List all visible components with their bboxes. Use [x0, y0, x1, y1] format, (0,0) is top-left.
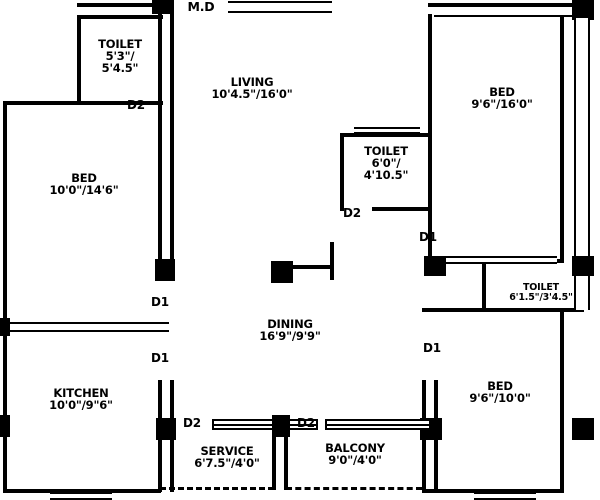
- room-label-living: LIVING 10'4.5"/16'0": [211, 75, 293, 102]
- door-label-d1-kitchen: D1: [151, 351, 169, 365]
- wall-node-service-right: [272, 415, 290, 437]
- boundary-dashed-balcony: [286, 487, 422, 490]
- window-kitchen-bottom: [50, 492, 112, 500]
- wall-dining-step-v: [330, 242, 334, 280]
- wall-living-left-inner: [170, 14, 174, 270]
- wall-toilet-c-left: [340, 133, 344, 211]
- wall-toilet-tl-bottom: [100, 101, 163, 105]
- wall-service-right: [272, 432, 276, 490]
- wall-kitchen-bottom: [3, 489, 161, 493]
- door-jamb-dining: [271, 261, 293, 283]
- wall-living-left: [158, 14, 162, 270]
- wall-dining-step-h: [283, 265, 334, 269]
- room-label-balcony: BALCONY 9'0"/4'0": [325, 441, 385, 468]
- sliding-door-service[interactable]: [212, 419, 318, 430]
- window-right-upper: [574, 18, 590, 108]
- room-label-toilet-top-left: TOILET 5'3"/ 5'4.5": [98, 37, 142, 76]
- room-label-dining: DINING 16'9"/9'9": [259, 317, 321, 344]
- main-door-leaf[interactable]: [228, 1, 332, 13]
- room-label-kitchen: KITCHEN 10'0"/9"6": [49, 386, 113, 413]
- wall-toilet-c-right: [428, 133, 432, 211]
- door-jamb-bed-left: [155, 259, 175, 281]
- wall-left-exterior: [3, 104, 7, 320]
- sliding-door-balcony[interactable]: [325, 419, 431, 430]
- wall-top-left-outer: [77, 3, 163, 7]
- door-label-d1-bed-left: D1: [151, 295, 169, 309]
- room-label-bed-top-right: BED 9'6"/16'0": [471, 85, 533, 112]
- door-label-d2-toilet-center: D2: [343, 206, 361, 220]
- boundary-dashed-service: [160, 487, 274, 490]
- wall-toilet-tl-left: [77, 15, 81, 105]
- wall-bed-br-right: [560, 312, 564, 492]
- wall-node-left-lower: [0, 415, 10, 437]
- window-bed-left-bottom: [3, 322, 169, 332]
- wall-service-right-inner: [284, 432, 288, 490]
- wall-toilet-c-top: [340, 133, 432, 137]
- wall-toilet-r-bottom: [422, 308, 584, 312]
- window-bed-tr-top: [434, 5, 572, 17]
- wall-bed-left-top: [3, 101, 103, 105]
- room-label-toilet-center: TOILET 6'0"/ 4'10.5": [363, 144, 409, 183]
- room-label-bed-left: BED 10'0"/14'6": [49, 171, 119, 198]
- door-jamb-service: [156, 418, 176, 440]
- wall-living-right-lower: [428, 210, 432, 268]
- door-jamb-main-top: [152, 0, 174, 14]
- wall-left-exterior-lower: [3, 330, 7, 492]
- door-label-d2-balcony: D2: [297, 416, 315, 430]
- wall-bed-br-bottom: [422, 489, 564, 493]
- corner-node-right-lower: [572, 418, 594, 440]
- wall-toilet-tl-top: [77, 15, 163, 19]
- room-label-toilet-right: TOILET 6'1.5"/3'4.5": [509, 282, 573, 303]
- door-label-d1-bed-bottom-right: D1: [423, 341, 441, 355]
- door-jamb-bed-tr: [424, 256, 446, 276]
- wall-node-left-mid: [0, 318, 10, 336]
- door-label-d2-toilet-top-left: D2: [127, 98, 145, 112]
- window-right-gap: [574, 108, 590, 160]
- window-bed-tr-bottom: [437, 256, 557, 264]
- window-toilet-right: [574, 276, 590, 310]
- wall-right-exterior-upper: [560, 16, 564, 260]
- corner-node-right-mid: [572, 256, 594, 276]
- room-label-service: SERVICE 6'7.5"/4'0": [194, 444, 260, 471]
- window-toilet-center-top: [354, 127, 420, 134]
- window-right-lower: [574, 160, 590, 256]
- wall-toilet-c-bottom: [372, 207, 432, 211]
- door-label-d1-bed-top-right: D1: [419, 230, 437, 244]
- main-door-label: M.D: [187, 0, 215, 14]
- wall-living-right: [428, 14, 432, 134]
- window-bed-br-bottom: [474, 492, 536, 500]
- door-label-d2-service: D2: [183, 416, 201, 430]
- corner-node-top-right: [572, 0, 594, 20]
- room-label-bed-bottom-right: BED 9'6"/10'0": [469, 379, 531, 406]
- wall-toilet-r-left: [482, 264, 486, 312]
